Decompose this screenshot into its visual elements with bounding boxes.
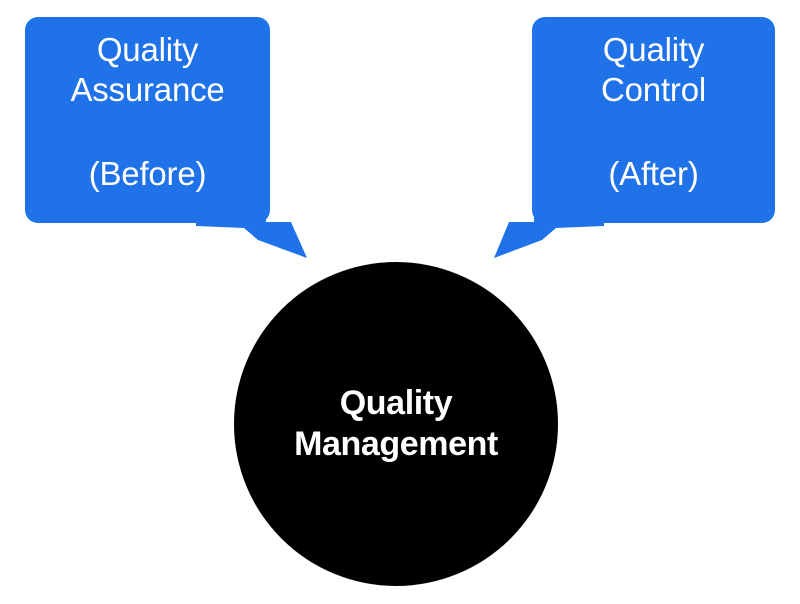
node-quality-assurance[interactable]: Quality Assurance (Before) [25,17,270,223]
node-quality-management[interactable]: Quality Management [234,262,558,586]
quality-assurance-subtitle: (Before) [88,155,207,192]
quality-assurance-title: Quality Assurance [70,31,225,108]
node-quality-control[interactable]: Quality Control (After) [532,17,775,223]
quality-management-label: Quality Management [294,384,498,463]
quality-control-title: Quality Control [601,31,706,108]
quality-control-subtitle: (After) [608,155,699,192]
